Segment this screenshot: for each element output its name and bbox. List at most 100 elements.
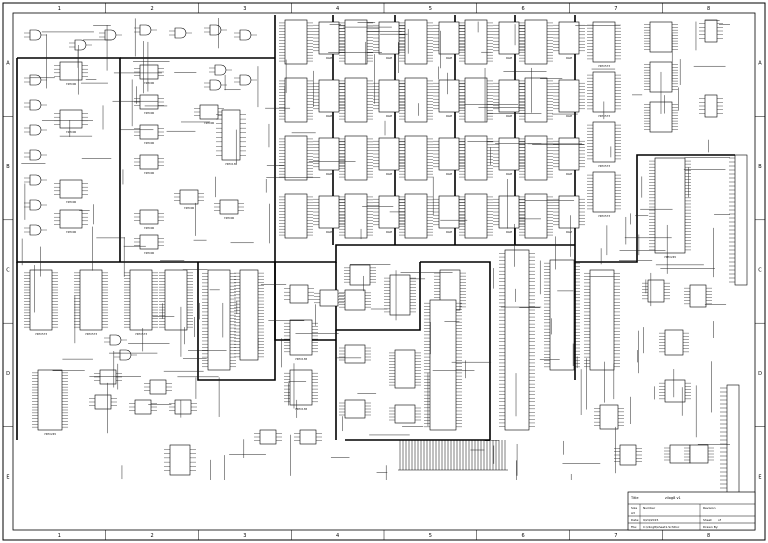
ic-chip: 74HC00 <box>134 64 164 85</box>
chip-label: 74HC00 <box>66 130 77 134</box>
ic-chip <box>339 135 373 181</box>
chip-body <box>179 189 199 205</box>
chip-body <box>59 209 83 229</box>
zone-marks <box>3 3 765 540</box>
zone-column-label: 4 <box>336 6 339 12</box>
date-value: 9/24/2015 <box>643 518 658 522</box>
connector-pins <box>720 157 735 489</box>
chip-body <box>404 193 428 239</box>
ic-chip: 74HC00 <box>134 234 164 255</box>
chip-label: 74HC138 <box>295 357 307 361</box>
ic-chip <box>94 369 122 385</box>
title-label: Title <box>630 496 639 500</box>
chip-body <box>649 21 673 53</box>
ic-chip <box>594 404 624 430</box>
ic-chip: 74HC245 <box>649 157 691 259</box>
chip-body <box>592 171 616 213</box>
chip-label: 74HC00 <box>66 82 77 86</box>
ic-chip: RAM <box>313 79 345 118</box>
ic-chip <box>279 193 313 239</box>
chip-body <box>404 135 428 181</box>
drawn-by-label: Drawn By: <box>703 525 718 529</box>
zone-row-label: A <box>758 61 762 67</box>
chip-body <box>344 19 368 65</box>
chip-body <box>704 94 718 118</box>
chip-label: 74HC573 <box>598 164 610 168</box>
zone-row-label: B <box>758 164 762 170</box>
zone-column-label: 6 <box>522 6 525 12</box>
chip-body <box>378 137 400 171</box>
title-value: zilog8 v1 <box>665 496 681 500</box>
chip-label: RAM <box>326 230 332 234</box>
chip-label: RAM <box>326 56 332 60</box>
ic-chip <box>344 264 376 286</box>
ic-chip <box>314 289 344 307</box>
ic-chips: 74HC00 74HC00 74HC00 74HC00 74HC00 74HC00 74HC… <box>24 19 723 476</box>
logic-gate <box>204 24 227 36</box>
chip-label: RAM <box>326 172 332 176</box>
wire-traces <box>21 18 730 480</box>
logic-gate <box>24 149 47 161</box>
ic-chip: 74HC00 <box>134 124 164 145</box>
gate-body <box>209 79 222 91</box>
chip-body <box>704 19 718 43</box>
ic-chip: 74HC00 <box>54 209 88 234</box>
ic-chip <box>519 135 553 181</box>
chip-body <box>498 21 520 55</box>
file-label: File: <box>631 525 637 529</box>
chip-body <box>207 269 231 371</box>
ic-chip <box>339 77 373 123</box>
chip-body <box>139 124 159 140</box>
chip-body <box>284 193 308 239</box>
ic-chip: 74HC00 <box>194 104 224 125</box>
ic-chip: 74HC573 <box>587 171 621 218</box>
chip-label: RAM <box>506 56 512 60</box>
ic-chip <box>89 394 117 410</box>
gate-body <box>119 349 132 361</box>
chip-body <box>221 109 241 161</box>
chip-label: RAM <box>566 114 572 118</box>
zone-column-label: 5 <box>429 533 432 539</box>
chip-label: 74HC573 <box>598 214 610 218</box>
ic-chip <box>129 399 157 415</box>
ic-chip: RAM <box>493 21 525 60</box>
chip-body <box>389 274 411 316</box>
ic-chip: RAM <box>373 195 405 234</box>
ic-chip <box>399 193 433 239</box>
gate-body <box>29 199 42 211</box>
chip-body <box>139 154 159 170</box>
gate-body <box>29 29 42 41</box>
chip-body <box>344 135 368 181</box>
title-block: Title zilog8 v1 Size A3 Number Revision … <box>627 491 756 531</box>
gate-body <box>239 74 252 86</box>
chip-label: RAM <box>566 230 572 234</box>
chip-body <box>524 135 548 181</box>
chip-body <box>498 195 520 229</box>
chip-label: 74HC00 <box>144 171 155 175</box>
chip-label: RAM <box>446 56 452 60</box>
gate-body <box>29 174 42 186</box>
chip-body <box>647 279 665 303</box>
ic-chip <box>699 19 723 43</box>
ic-chip: 74HC573 <box>74 269 108 336</box>
chip-body <box>284 19 308 65</box>
ic-chip: RAM <box>373 137 405 176</box>
logic-gate <box>114 349 137 361</box>
ic-chip: RAM <box>433 137 465 176</box>
ic-chip <box>684 444 714 464</box>
gate-body <box>214 64 227 76</box>
ic-chip: RAM <box>493 79 525 118</box>
ic-chip: RAM <box>433 79 465 118</box>
zone-column-label: 5 <box>429 6 432 12</box>
gate-body <box>74 39 87 51</box>
logic-gate <box>234 29 257 41</box>
ic-chip <box>519 193 553 239</box>
ic-chip: 74HC573 <box>124 269 158 336</box>
chip-body <box>59 179 83 199</box>
chip-body <box>592 21 616 63</box>
chip-body <box>664 379 686 403</box>
ic-chip <box>339 19 373 65</box>
zone-column-label: 2 <box>151 533 154 539</box>
chip-body <box>504 249 530 431</box>
